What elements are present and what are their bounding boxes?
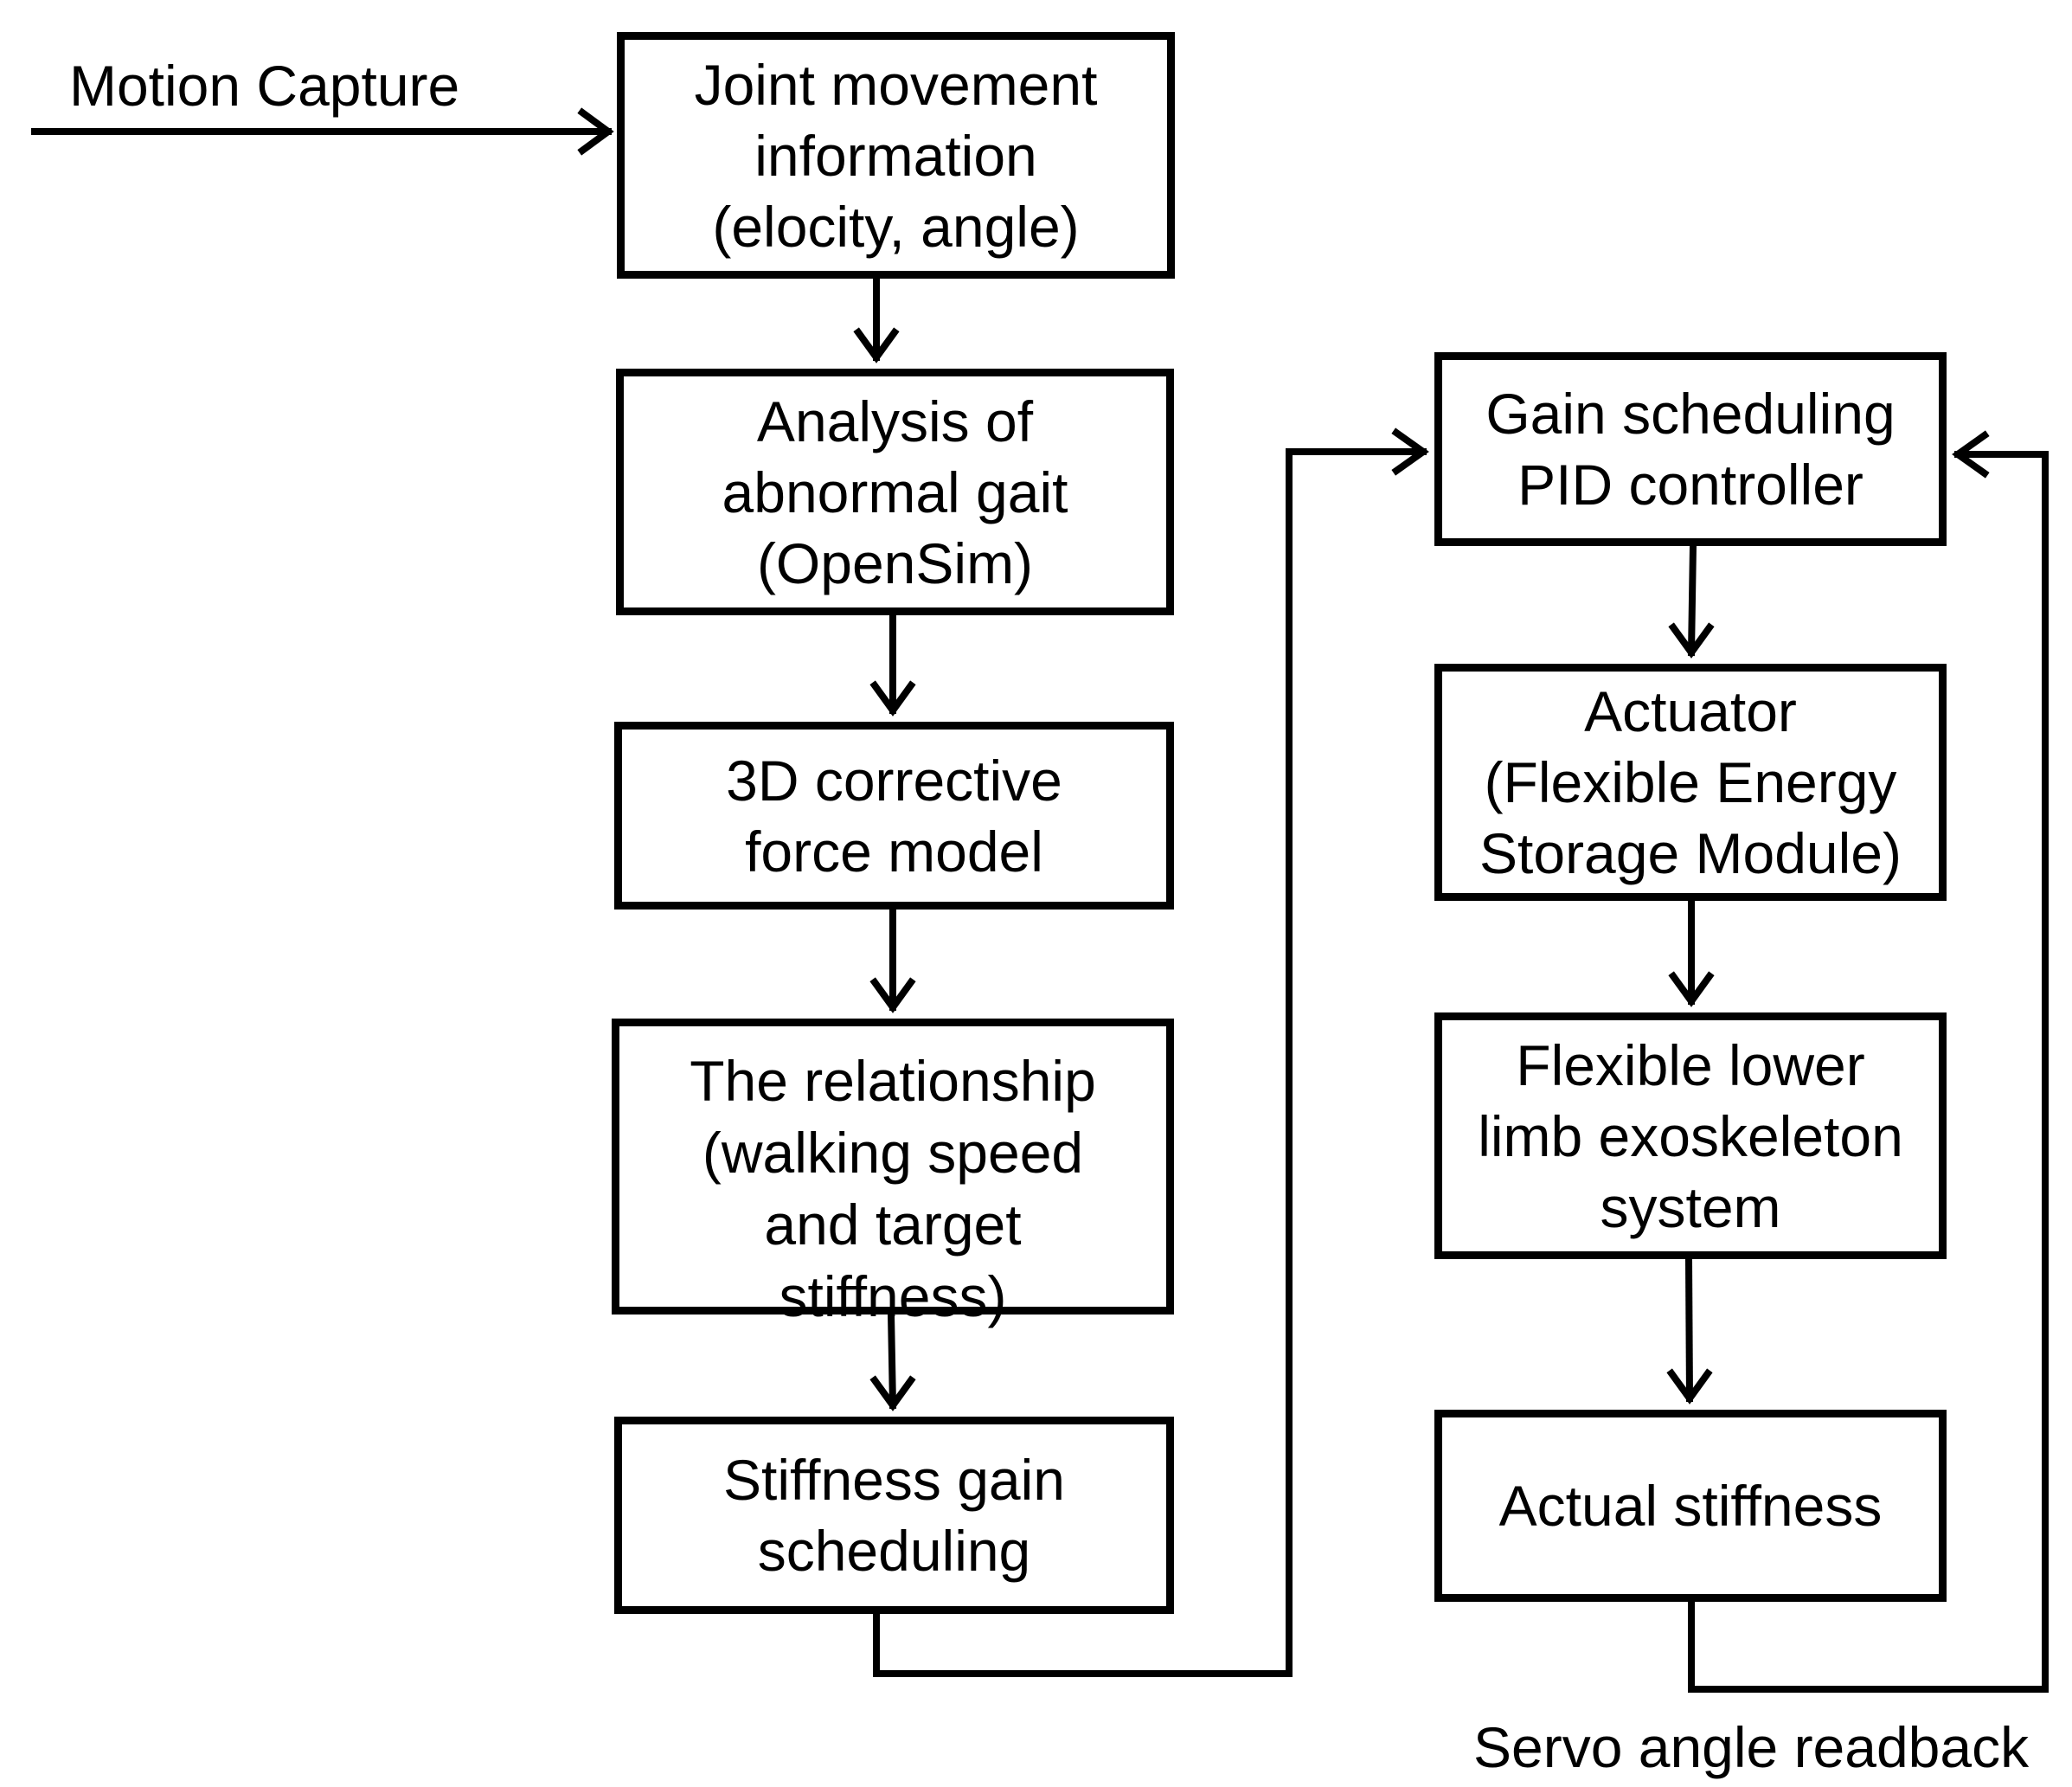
stiffness-gain-label: Stiffness gain scheduling [722, 1448, 1066, 1583]
arrow-actuator-to-exoskeleton-head [1668, 971, 1715, 1007]
gait-analysis-label: Analysis of abnormal gait (OpenSim) [722, 389, 1068, 595]
arrow-pid-to-actuator [1687, 542, 1697, 657]
pid-controller-box: Gain scheduling PID controller [1434, 352, 1947, 546]
arrow-force-to-relationship-head [869, 977, 916, 1013]
arrow-relationship-to-gain [887, 1310, 897, 1410]
exoskeleton-label: Flexible lower limb exoskeleton system [1478, 1032, 1903, 1239]
actual-stiffness-box: Actual stiffness [1434, 1410, 1947, 1602]
arrow-pid-to-actuator-head [1668, 622, 1715, 659]
arrow-relationship-to-gain-head [869, 1375, 916, 1411]
stiffness-gain-box: Stiffness gain scheduling [614, 1417, 1174, 1614]
joint-movement-label: Joint movement information (elocity, ang… [694, 52, 1098, 259]
motion-capture-label: Motion Capture [69, 54, 460, 118]
arrow-exoskeleton-to-stiffness-head [1666, 1368, 1713, 1405]
joint-movement-box: Joint movement information (elocity, ang… [617, 32, 1175, 279]
gait-analysis-box: Analysis of abnormal gait (OpenSim) [616, 369, 1174, 615]
connector-gain-to-pid [873, 448, 1427, 1677]
feedback-loop-head [1952, 430, 1990, 479]
corrective-force-box: 3D corrective force model [614, 722, 1174, 910]
actuator-box: Actuator (Flexible Energy Storage Module… [1434, 664, 1947, 901]
actual-stiffness-label: Actual stiffness [1498, 1474, 1883, 1538]
actuator-label: Actuator (Flexible Energy Storage Module… [1479, 679, 1902, 885]
arrow-analysis-to-force-head [869, 680, 916, 717]
servo-readback-label: Servo angle readback [1473, 1715, 2030, 1779]
relationship-box: The relationship (walking speed and targ… [612, 1019, 1174, 1328]
feedback-loop [1688, 451, 2049, 1693]
arrow-exoskeleton-to-stiffness [1684, 1255, 1694, 1403]
connector-gain-to-pid-head [1391, 427, 1429, 476]
relationship-label: The relationship (walking speed and targ… [690, 1049, 1096, 1328]
exoskeleton-box: Flexible lower limb exoskeleton system [1434, 1012, 1947, 1259]
pid-controller-label: Gain scheduling PID controller [1485, 382, 1896, 517]
corrective-force-label: 3D corrective force model [726, 748, 1062, 884]
arrow-joint-to-analysis-head [853, 327, 900, 363]
input-arrow-head [577, 107, 614, 156]
